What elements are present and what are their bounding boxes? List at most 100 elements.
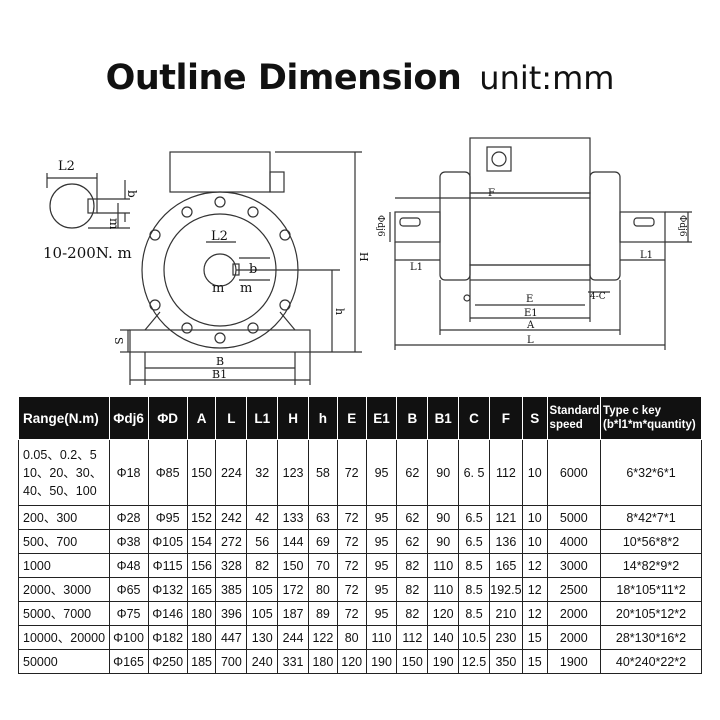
- table-cell: 10*56*8*2: [600, 529, 702, 554]
- range-cell: 200、300: [18, 505, 110, 530]
- side-L1-left-label: L1: [410, 262, 423, 273]
- table-cell: 12: [521, 601, 548, 626]
- table-cell: 150: [277, 553, 309, 578]
- table-cell: 385: [215, 577, 248, 602]
- table-cell: 120: [336, 649, 367, 674]
- side-L1-right-label: L1: [640, 250, 653, 261]
- header-cell: H: [277, 396, 309, 440]
- table-cell: 42: [246, 505, 279, 530]
- table-cell: 6*32*6*1: [600, 439, 702, 506]
- table-cell: 70: [308, 553, 338, 578]
- table-cell: 396: [215, 601, 248, 626]
- table-cell: 3000: [546, 553, 602, 578]
- table-cell: 95: [365, 505, 398, 530]
- table-cell: 12: [521, 553, 548, 578]
- table-cell: Φ182: [147, 625, 188, 650]
- table-cell: 80: [336, 625, 367, 650]
- table-cell: 69: [308, 529, 338, 554]
- table-cell: 165: [186, 577, 217, 602]
- table-cell: 210: [488, 601, 523, 626]
- table-cell: 110: [365, 625, 398, 650]
- table-cell: 700: [215, 649, 248, 674]
- table-cell: 18*105*11*2: [600, 577, 702, 602]
- table-cell: 95: [365, 553, 398, 578]
- table-cell: 1900: [546, 649, 602, 674]
- table-cell: Φ38: [108, 529, 149, 554]
- table-cell: 105: [246, 601, 279, 626]
- table-cell: 12: [521, 577, 548, 602]
- key-caption: 10-200N. m: [43, 244, 132, 262]
- table-cell: 180: [308, 649, 338, 674]
- side-E-label: E: [526, 294, 533, 305]
- table-cell: 154: [186, 529, 217, 554]
- front-m-left-label: m: [212, 281, 224, 296]
- key-b-label: b: [125, 190, 139, 198]
- table-cell: 185: [186, 649, 217, 674]
- table-cell: 105: [246, 577, 279, 602]
- table-cell: 331: [277, 649, 309, 674]
- table-cell: Φ132: [147, 577, 188, 602]
- table-cell: 10: [521, 505, 548, 530]
- front-view: [120, 151, 362, 385]
- table-cell: 224: [215, 439, 248, 506]
- table-cell: 150: [186, 439, 217, 506]
- table-cell: 8.5: [458, 601, 490, 626]
- range-cell: 1000: [18, 553, 110, 578]
- table-cell: 156: [186, 553, 217, 578]
- table-cell: 190: [427, 649, 460, 674]
- range-cell: 10000、20000: [18, 625, 110, 650]
- table-cell: 80: [308, 577, 338, 602]
- table-cell: Φ105: [147, 529, 188, 554]
- table-cell: 2000: [546, 601, 602, 626]
- table-cell: 72: [336, 529, 367, 554]
- table-cell: 62: [396, 439, 429, 506]
- table-cell: Φ85: [147, 439, 188, 506]
- range-cell: 5000、7000: [18, 601, 110, 626]
- table-cell: 8.5: [458, 553, 490, 578]
- header-cell: L1: [246, 396, 279, 440]
- table-cell: 123: [277, 439, 309, 506]
- table-cell: 82: [246, 553, 279, 578]
- header-cell: Range(N.m): [18, 396, 110, 440]
- side-view: [389, 137, 692, 350]
- header-cell: E: [336, 396, 367, 440]
- table-cell: 110: [427, 553, 460, 578]
- front-h-label: h: [333, 308, 346, 315]
- table-cell: 122: [308, 625, 338, 650]
- table-cell: 56: [246, 529, 279, 554]
- table-cell: 130: [246, 625, 279, 650]
- range-cell: 50000: [18, 649, 110, 674]
- table-cell: 8*42*7*1: [600, 505, 702, 530]
- table-cell: 72: [336, 439, 367, 506]
- table-cell: 89: [308, 601, 338, 626]
- table-cell: 6000: [546, 439, 602, 506]
- side-C-label: 4-C: [590, 292, 606, 302]
- table-cell: 6. 5: [458, 439, 490, 506]
- table-cell: 12.5: [458, 649, 490, 674]
- header-cell: F: [488, 396, 523, 440]
- key-m-label: m: [107, 218, 121, 230]
- table-cell: 10: [521, 529, 548, 554]
- table-cell: 2000: [546, 625, 602, 650]
- header-cell: B1: [427, 396, 460, 440]
- table-cell: Φ28: [108, 505, 149, 530]
- front-H-label: H: [357, 252, 370, 262]
- table-cell: 82: [396, 577, 429, 602]
- table-cell: 230: [488, 625, 523, 650]
- spec-table: Range(N.m) Φdj6 ΦD A L L1 H h E E1 B B1 …: [18, 396, 702, 674]
- table-cell: 28*130*16*2: [600, 625, 702, 650]
- key-l2-label: L2: [58, 159, 75, 174]
- header-cell: B: [396, 396, 429, 440]
- header-cell: E1: [365, 396, 398, 440]
- table-cell: 350: [488, 649, 523, 674]
- table-cell: 95: [365, 601, 398, 626]
- table-cell: 32: [246, 439, 279, 506]
- table-cell: 8.5: [458, 577, 490, 602]
- table-cell: 180: [186, 625, 217, 650]
- front-m-right-label: m: [240, 281, 252, 296]
